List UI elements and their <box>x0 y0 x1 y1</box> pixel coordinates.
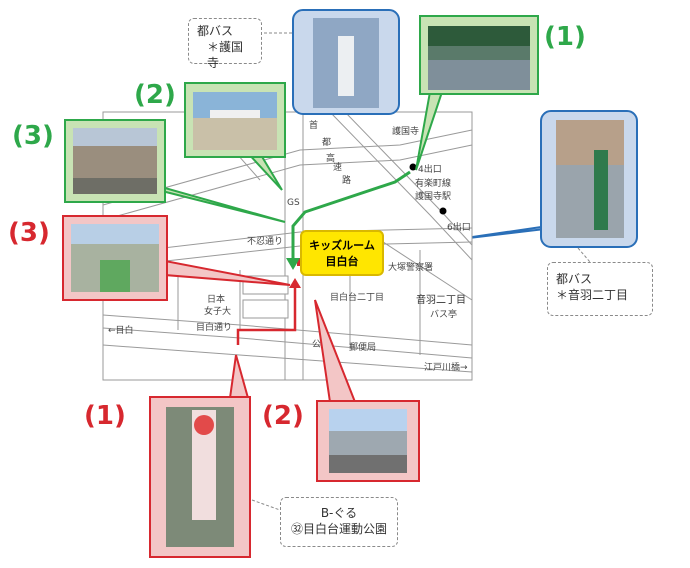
label-otsuka-police: 大塚警察署 <box>388 261 433 273</box>
green-3-photo-road <box>73 178 157 194</box>
label-yurakucho-line: 有楽町線 <box>415 177 451 189</box>
red-step-1: (1) <box>84 401 126 431</box>
label-expressway: 首 <box>309 119 318 131</box>
label-expressway: 高 <box>326 152 335 164</box>
label-expressway: 速 <box>333 162 342 173</box>
destination-label: キッズルーム 目白台 <box>300 230 384 276</box>
label-expressway: 路 <box>342 174 351 186</box>
label-mejiro-direction: ←目白 <box>108 324 134 336</box>
label-exit-4: 4出口 <box>418 163 442 175</box>
red-step-3: (3) <box>8 218 50 248</box>
label-mejirodai-2: 目白台二丁目 <box>330 291 384 303</box>
b-guru-connector <box>251 499 281 511</box>
otowa-bus-photo-building <box>556 120 624 165</box>
green-route-arrowhead <box>286 258 300 270</box>
label-exit-6: 6出口 <box>447 221 471 233</box>
label-nihon-joshidai: 日本 <box>207 293 225 305</box>
label-edogawabashi: 江戸川橋→ <box>424 361 468 373</box>
red-1-photo-busstop-sign <box>194 415 214 435</box>
green-1-photo-street <box>428 60 530 90</box>
green-step-2: (2) <box>134 80 176 110</box>
green-route <box>291 170 411 262</box>
callout-title: 都バス <box>556 272 593 286</box>
label-gokokuji-station: 護国寺駅 <box>415 190 451 202</box>
otowa-bus-photo-pole <box>594 150 608 230</box>
label-otowa-2: 音羽二丁目 <box>416 293 466 306</box>
green-1-photo-sign <box>428 26 530 46</box>
red-3-photo-sky <box>71 224 159 244</box>
gokokuji-bus-photo-sign <box>338 36 354 96</box>
otowa-bus-connector <box>577 247 591 263</box>
label-expressway: 都 <box>322 137 331 148</box>
label-bus-stop: バス亭 <box>430 308 457 320</box>
green-2-photo-station <box>193 118 277 150</box>
label-mejiro-street: 目白通り <box>196 321 232 333</box>
green-step-1: (1) <box>544 22 586 52</box>
callout-stop: ㉜目白台運動公園 <box>290 522 387 536</box>
red-2-photo-road <box>329 455 407 473</box>
label-post-office: 郵便局 <box>349 341 376 353</box>
gokokuji-bus-callout: 都バス ＊護国寺 <box>188 18 262 70</box>
label-nihon-joshidai: 女子大 <box>204 305 231 317</box>
label-shinobazu-street: 不忍通り <box>247 236 283 247</box>
red-route <box>236 285 297 345</box>
b-guru-callout: B-ぐる ㉜目白台運動公園 <box>280 497 398 547</box>
exit-6-marker <box>439 207 447 215</box>
destination-name: キッズルーム <box>309 239 375 252</box>
map-block <box>242 299 289 319</box>
red-2-photo-sky <box>329 409 407 431</box>
callout-title: 都バス <box>197 24 234 38</box>
green-2-photo-canopy <box>210 110 260 118</box>
green-3-photo-sky <box>73 128 157 146</box>
callout-title: B-ぐる <box>320 506 358 520</box>
label-gas-station: GS <box>287 198 300 208</box>
callout-stop: ＊音羽二丁目 <box>556 288 629 302</box>
exit-4-marker <box>409 163 417 171</box>
destination-area: 目白台 <box>325 255 359 268</box>
green-step-3: (3) <box>12 121 54 151</box>
red-3-photo-lane <box>100 260 130 292</box>
callout-stop: ＊護国寺 <box>207 40 244 70</box>
red-step-2: (2) <box>262 401 304 431</box>
red-route-arrowhead <box>289 278 301 288</box>
label-gokokuji: 護国寺 <box>392 125 419 137</box>
otowa-bus-callout: 都バス ＊音羽二丁目 <box>547 262 653 316</box>
